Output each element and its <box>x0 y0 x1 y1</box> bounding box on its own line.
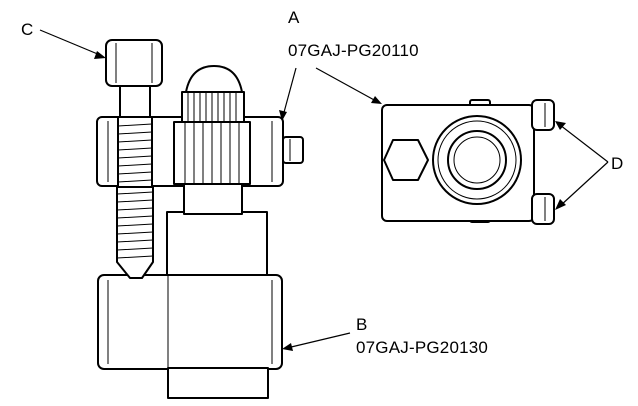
callout-b-part-number: 07GAJ-PG20130 <box>356 338 488 357</box>
bolt-c <box>105 39 163 279</box>
assembly-side-view <box>96 39 304 399</box>
callout-a-part-number: 07GAJ-PG20110 <box>288 41 419 60</box>
callout-leaders <box>39 29 609 351</box>
callout-b-letter: B <box>356 315 367 334</box>
tool-a-top-view <box>381 99 555 225</box>
tool-b-base <box>97 211 283 399</box>
knurled-nut <box>173 65 251 215</box>
callout-c-letter: C <box>21 20 33 39</box>
callout-a-letter: A <box>288 8 300 27</box>
callout-labels: C A 07GAJ-PG20110 D B 07GAJ-PG20130 <box>21 8 623 357</box>
callout-d-letter: D <box>611 154 623 173</box>
